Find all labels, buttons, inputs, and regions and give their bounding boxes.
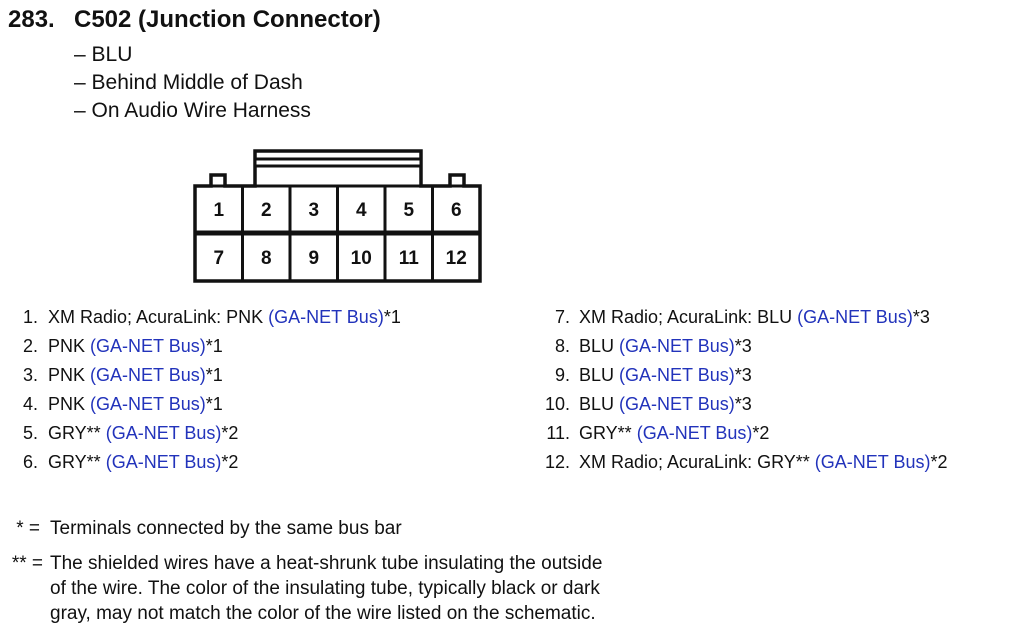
pin-bus-label: (GA-NET Bus) [619, 365, 735, 385]
pin-bus-label: (GA-NET Bus) [90, 336, 206, 356]
terminal-number: 4 [356, 200, 367, 221]
note-marker: ** = [11, 553, 43, 574]
pin-bus-label: (GA-NET Bus) [619, 394, 735, 414]
pin-bus-label: (GA-NET Bus) [619, 336, 735, 356]
pin-wire: GRY** [48, 452, 101, 472]
pin-footnote-ref: *3 [912, 307, 930, 327]
pin-bus-label: (GA-NET Bus) [814, 452, 931, 472]
pin-wire: PNK [48, 336, 86, 356]
pin-bus-label: (GA-NET Bus) [90, 394, 206, 414]
pin-footnote-ref: *3 [734, 394, 752, 414]
terminal-number: 5 [403, 200, 414, 221]
pin-number: 6. [22, 452, 38, 472]
pin-number: 3. [22, 365, 38, 385]
pin-wire: GRY** [579, 423, 632, 443]
pin-row: 10. BLU (GA-NET Bus)*3 [536, 394, 752, 415]
note-text: The shielded wires have a heat-shrunk tu… [50, 553, 603, 574]
pin-number: 10. [544, 394, 570, 414]
terminal-number: 6 [451, 200, 462, 221]
pin-footnote-ref: *1 [205, 336, 223, 356]
pin-number: 11. [546, 423, 570, 443]
pin-footnote-ref: *1 [205, 365, 223, 385]
pin-wire: XM Radio; AcuraLink: PNK [48, 307, 264, 327]
page-title: 283. C502 (Junction Connector) [8, 6, 381, 34]
note-marker: * = [16, 518, 40, 539]
connector-location: – Behind Middle of Dash [74, 71, 303, 94]
terminal-number: 1 [213, 200, 224, 221]
pin-number: 9. [554, 365, 570, 385]
terminal-cavity [431, 232, 482, 283]
terminal-number: 7 [213, 248, 224, 269]
pin-bus-label: (GA-NET Bus) [105, 452, 222, 472]
terminal-number: 9 [308, 248, 319, 269]
pin-footnote-ref: *2 [221, 452, 239, 472]
pin-wire: XM Radio; AcuraLink: GRY** [579, 452, 810, 472]
terminal-number: 8 [261, 248, 272, 269]
pin-row: 2. PNK (GA-NET Bus)*1 [10, 336, 223, 357]
item-number: 283. [8, 6, 55, 33]
pin-number: 1. [22, 307, 38, 327]
pin-bus-label: (GA-NET Bus) [636, 423, 753, 443]
pin-row: 3. PNK (GA-NET Bus)*1 [10, 365, 223, 386]
pin-bus-label: (GA-NET Bus) [105, 423, 222, 443]
pin-bus-label: (GA-NET Bus) [268, 307, 384, 327]
terminal-number: 3 [308, 200, 319, 221]
note-text: Terminals connected by the same bus bar [50, 518, 402, 539]
note-text: of the wire. The color of the insulating… [50, 578, 600, 599]
connector-harness: – On Audio Wire Harness [74, 99, 311, 122]
pin-number: 8. [554, 336, 570, 356]
pin-footnote-ref: *3 [734, 336, 752, 356]
pin-row: 5. GRY** (GA-NET Bus)*2 [10, 423, 238, 444]
pin-footnote-ref: *1 [383, 307, 401, 327]
pin-row: 9. BLU (GA-NET Bus)*3 [536, 365, 752, 386]
pin-wire: BLU [579, 394, 615, 414]
pin-wire: GRY** [48, 423, 101, 443]
note-text: gray, may not match the color of the wir… [50, 603, 596, 624]
pin-wire: PNK [48, 365, 86, 385]
pin-wire: BLU [579, 336, 615, 356]
terminal-number: 2 [261, 200, 272, 221]
pin-footnote-ref: *1 [205, 394, 223, 414]
pin-number: 7. [554, 307, 570, 327]
pin-row: 1. XM Radio; AcuraLink: PNK (GA-NET Bus)*… [10, 307, 401, 328]
pin-row: 8. BLU (GA-NET Bus)*3 [536, 336, 752, 357]
pin-row: 11. GRY** (GA-NET Bus)*2 [536, 423, 769, 444]
pin-bus-label: (GA-NET Bus) [90, 365, 206, 385]
connector-color: – BLU [74, 43, 133, 66]
pin-footnote-ref: *3 [734, 365, 752, 385]
pin-row: 4. PNK (GA-NET Bus)*1 [10, 394, 223, 415]
pin-row: 6. GRY** (GA-NET Bus)*2 [10, 452, 238, 473]
pin-row: 7. XM Radio; AcuraLink: BLU (GA-NET Bus)*… [536, 307, 930, 328]
pin-number: 4. [22, 394, 38, 414]
pin-row: 12. XM Radio; AcuraLink: GRY** (GA-NET Bu… [536, 452, 948, 473]
pin-number: 5. [22, 423, 38, 443]
pin-number: 12. [544, 452, 570, 472]
pin-wire: BLU [579, 365, 615, 385]
terminal-number: 11 [399, 248, 420, 269]
connector-title: C502 (Junction Connector) [74, 6, 381, 33]
terminal-cavity [431, 184, 482, 234]
pin-footnote-ref: *2 [752, 423, 770, 443]
terminal-number: 10 [351, 248, 372, 269]
terminal-number: 12 [446, 248, 467, 269]
pin-wire: XM Radio; AcuraLink: BLU [579, 307, 793, 327]
connector-latch-inner [253, 157, 423, 168]
pin-number: 2. [22, 336, 38, 356]
pin-wire: PNK [48, 394, 86, 414]
pin-footnote-ref: *2 [221, 423, 239, 443]
pin-bus-label: (GA-NET Bus) [797, 307, 913, 327]
pin-footnote-ref: *2 [930, 452, 948, 472]
